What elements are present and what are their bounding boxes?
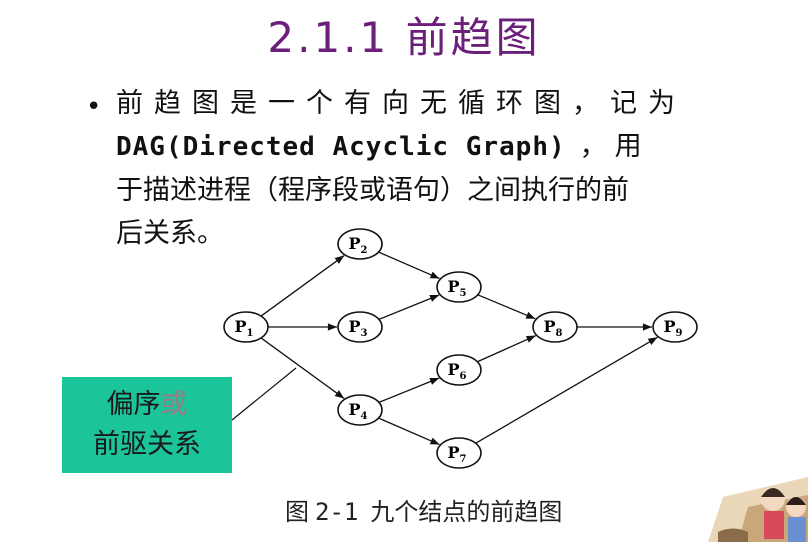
node-p2: P2 — [337, 228, 383, 260]
edge-p6-p8 — [477, 335, 536, 363]
callout-pointer-line — [231, 367, 297, 421]
node-p8: P8 — [532, 311, 578, 343]
node-p3: P3 — [337, 311, 383, 343]
node-p4: P4 — [337, 394, 383, 426]
slide-title: 2.1.1 前趋图 — [267, 13, 541, 62]
node-p7: P7 — [436, 437, 482, 469]
node-label: P7 — [448, 443, 467, 465]
node-label: P9 — [664, 317, 683, 339]
node-ellipse — [436, 354, 482, 386]
node-ellipse — [337, 228, 383, 260]
callout-line-1: 偏序或 — [62, 385, 232, 425]
node-ellipse — [337, 311, 383, 343]
node-ellipse — [652, 311, 698, 343]
node-p9: P9 — [652, 311, 698, 343]
node-ellipse — [337, 394, 383, 426]
edge-p2-p5 — [378, 251, 440, 280]
edge-p7-p9 — [475, 336, 658, 444]
bullet-dot: • — [86, 92, 102, 122]
node-label: P6 — [448, 360, 467, 382]
node-p1: P1 — [223, 311, 269, 343]
caption-prefix: 图 — [285, 498, 309, 526]
node-label: P4 — [349, 400, 368, 422]
node-label: P2 — [349, 234, 368, 256]
bullet-line-1: 前趋图是一个有向无循环图，记为 — [116, 88, 686, 119]
caption-text: 九个结点的前趋图 — [370, 498, 563, 526]
node-label: P5 — [448, 277, 467, 299]
edge-p1-p2 — [260, 255, 345, 317]
callout-line-2: 前驱关系 — [93, 429, 201, 460]
callout-partial-order: 偏序 — [106, 389, 161, 420]
bullet-line-2: DAG(Directed Acyclic Graph) ，用 — [116, 125, 746, 169]
dag-term: DAG(Directed Acyclic Graph) — [116, 132, 566, 162]
bullet-paragraph: • 前趋图是一个有向无循环图，记为 DAG(Directed Acyclic G… — [86, 82, 746, 255]
edge-p4-p7 — [378, 417, 440, 446]
node-ellipse — [436, 271, 482, 303]
partial-order-callout: 偏序或 前驱关系 — [62, 377, 232, 473]
node-p6: P6 — [436, 354, 482, 386]
edge-p3-p5 — [378, 294, 440, 320]
bullet-line-4: 后关系。 — [116, 218, 224, 249]
node-p5: P5 — [436, 271, 482, 303]
edge-p5-p8 — [477, 294, 536, 320]
callout-or: 或 — [160, 389, 188, 420]
bullet-line-2-rest: ，用 — [579, 131, 650, 162]
node-ellipse — [223, 311, 269, 343]
edge-p1-p4 — [260, 337, 345, 399]
node-label: P1 — [235, 317, 254, 339]
bullet-line-3: 于描述进程（程序段或语句）之间执行的前 — [116, 175, 629, 206]
node-label: P8 — [544, 317, 563, 339]
node-label: P3 — [349, 317, 368, 339]
edge-p4-p6 — [378, 377, 440, 403]
node-ellipse — [532, 311, 578, 343]
decorative-corner-illustration-icon — [708, 477, 808, 542]
node-ellipse — [436, 437, 482, 469]
caption-number: 2-1 — [315, 498, 359, 526]
